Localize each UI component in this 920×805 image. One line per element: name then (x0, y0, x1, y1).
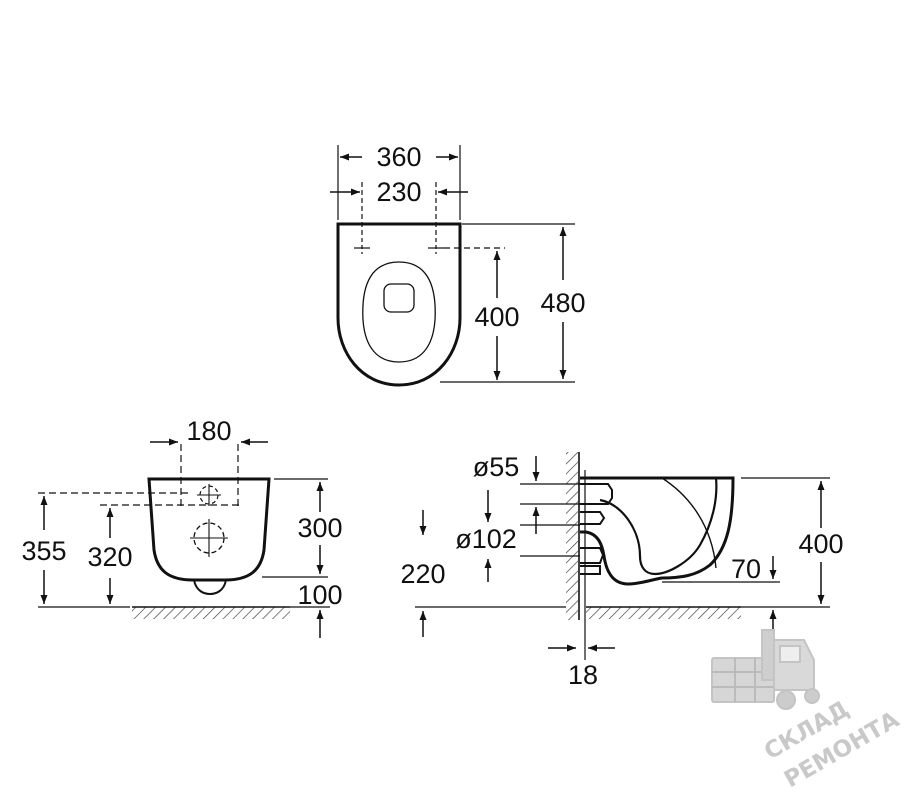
floor-hatch-side (586, 607, 741, 619)
bowl-inner-top (362, 261, 436, 363)
trap-curve-side (599, 477, 718, 576)
side-view: ø55 ø102 220 18 70 400 (400, 452, 844, 690)
wall-hatch (566, 452, 578, 620)
dim-wall-gap: 18 (568, 660, 598, 690)
top-view: 360 230 400 480 (330, 142, 586, 387)
centre-marks-front (190, 484, 228, 557)
dim-outlet-height: 220 (400, 559, 445, 589)
dim-height-inlet: 320 (87, 542, 132, 572)
reference-lines-front (38, 444, 240, 510)
extension-lines-top (337, 145, 575, 383)
connectors-side (580, 483, 613, 575)
front-view: 180 355 320 300 100 (21, 416, 343, 638)
watermark: СКЛАД РЕМОНТА (711, 629, 904, 793)
dim-inlet-diameter: ø55 (473, 452, 520, 482)
dim-spacing: 180 (186, 416, 231, 446)
dim-arrows-front (40, 438, 324, 638)
forklift-icon (711, 629, 820, 710)
dim-height-outlet: 100 (297, 580, 342, 610)
outlet-front (193, 579, 227, 596)
dim-outlet-diameter: ø102 (455, 524, 517, 554)
dim-arrows-side (419, 456, 825, 652)
bowl-outline-top (336, 222, 462, 387)
dim-height-side: 400 (798, 529, 843, 559)
bolt-marks-top (354, 238, 505, 254)
dim-bolt-distance: 400 (474, 302, 519, 332)
bowl-outline-side (580, 476, 735, 586)
dim-rim-offset: 70 (731, 554, 761, 584)
dim-width-outer: 360 (376, 142, 421, 172)
dim-height-body: 300 (297, 513, 342, 543)
leader-lines-side (415, 477, 830, 608)
outlet-hole-top (383, 283, 415, 313)
rim-curve-side (661, 477, 717, 569)
dim-height-total: 355 (21, 536, 66, 566)
dim-arrows-top (330, 153, 567, 380)
dim-length: 480 (540, 288, 585, 318)
dim-width-inner: 230 (376, 177, 421, 207)
floor-hatch-front (132, 607, 290, 619)
extension-lines-front (38, 478, 330, 608)
